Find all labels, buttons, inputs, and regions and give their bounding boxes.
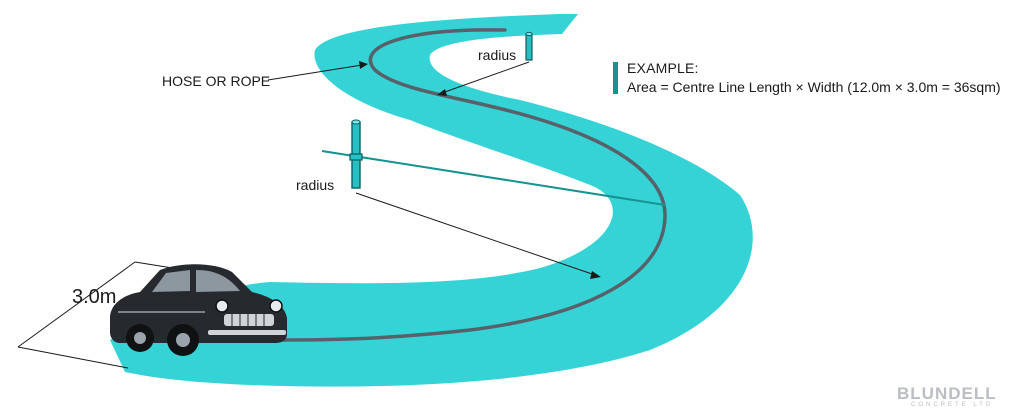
example-accent-bar — [613, 62, 618, 94]
hose-centre-line — [273, 28, 667, 342]
example-formula: Area = Centre Line Length × Width (12.0m… — [627, 79, 1001, 95]
classic-car-icon — [110, 264, 287, 356]
radius-mid-arrowhead — [590, 271, 601, 279]
radius-mid-arrow-line — [355, 192, 596, 276]
brand-logo-name: BLUNDELL — [897, 384, 997, 403]
radius-stake-mid — [349, 119, 363, 189]
brand-logo-subtitle: CONCRETE LTD — [911, 402, 994, 408]
radius-label-middle: radius — [296, 177, 335, 193]
driveway-path — [110, 14, 753, 387]
example-title: EXAMPLE: — [627, 60, 699, 76]
radius-rope-line — [321, 150, 666, 206]
width-dimension-label: 3.0m — [72, 286, 117, 308]
radius-label-top: radius — [478, 47, 517, 63]
hose-pointer-arrowhead — [359, 61, 368, 69]
radius-top-arrow-line — [441, 61, 530, 94]
hose-or-rope-label: HOSE OR ROPE — [162, 73, 271, 89]
radius-top-arrowhead — [437, 89, 447, 96]
hose-pointer-line — [267, 64, 363, 81]
radius-stake-top — [525, 31, 533, 61]
